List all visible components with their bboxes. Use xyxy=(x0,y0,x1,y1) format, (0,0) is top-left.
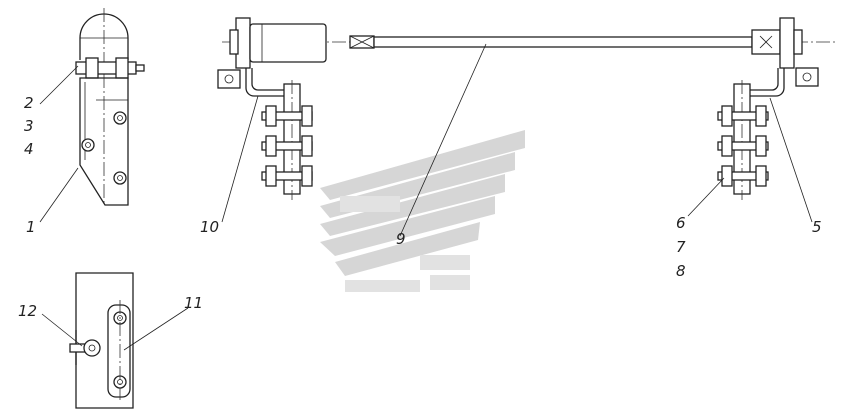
left-bracket-assembly xyxy=(75,8,145,206)
label-12: 12 xyxy=(18,302,37,320)
label-10: 10 xyxy=(200,218,219,236)
leader-lines xyxy=(39,43,813,351)
callout-labels: 2 3 4 1 10 9 5 6 7 8 12 11 xyxy=(18,94,822,320)
connecting-rod xyxy=(349,29,781,55)
bolt-stack-right xyxy=(717,105,769,187)
left-cylinder-assembly xyxy=(217,17,836,200)
right-bracket-assembly xyxy=(717,17,819,200)
label-8: 8 xyxy=(676,262,686,280)
label-7: 7 xyxy=(676,238,686,256)
label-9: 9 xyxy=(396,230,406,248)
label-3: 3 xyxy=(24,117,34,135)
label-1: 1 xyxy=(26,218,36,236)
bolt-stack-left xyxy=(261,105,313,187)
label-2: 2 xyxy=(24,94,34,112)
watermark-logo xyxy=(320,130,525,292)
lower-bracket-assembly xyxy=(69,272,134,409)
label-6: 6 xyxy=(676,214,686,232)
label-4: 4 xyxy=(24,140,34,158)
label-5: 5 xyxy=(812,218,822,236)
label-11: 11 xyxy=(184,294,203,312)
